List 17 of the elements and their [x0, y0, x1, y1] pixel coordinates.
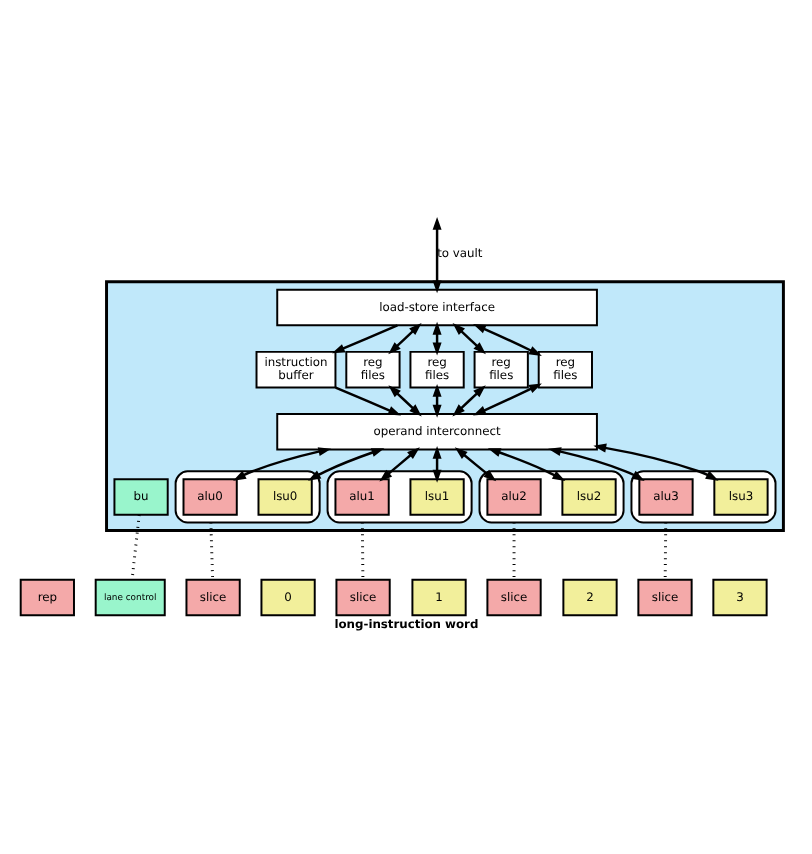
arrow: [331, 323, 398, 353]
arrow: [473, 382, 542, 415]
arrow: [388, 322, 422, 354]
arrow: [487, 447, 566, 481]
arrow: [452, 322, 486, 354]
arrow: [593, 442, 719, 480]
arrow: [548, 446, 645, 480]
connector: [130, 513, 141, 579]
arrow: [452, 384, 486, 416]
arrow: [379, 446, 420, 481]
arrow: [473, 322, 542, 355]
arrow: [432, 215, 442, 293]
arrow: [307, 447, 385, 480]
arrow: [335, 385, 402, 415]
arrow: [233, 446, 332, 480]
arrow: [454, 446, 497, 481]
arrow: [388, 384, 422, 416]
